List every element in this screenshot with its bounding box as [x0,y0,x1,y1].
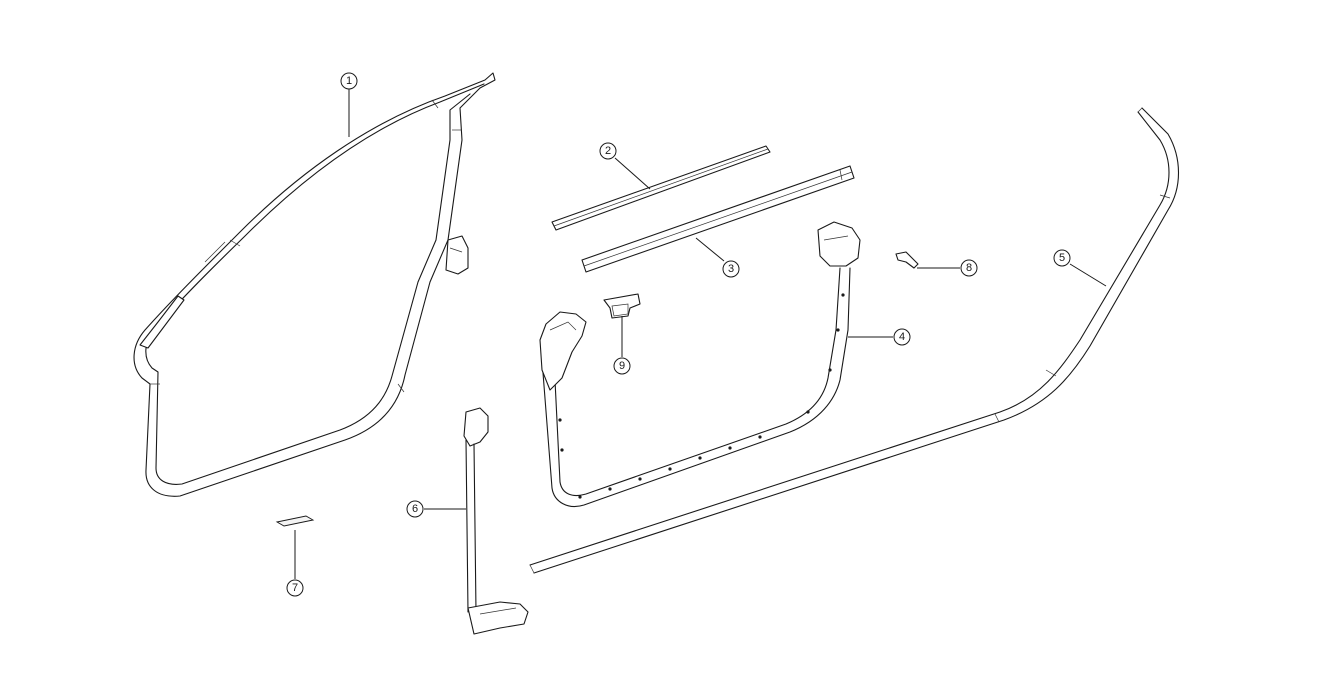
part-1-door-frame-weatherstrip [133,72,496,497]
part-6-pillar-weatherstrip [463,407,529,635]
part-4-door-opening-seal [539,221,861,507]
callout-3-label: 3 [728,263,734,275]
callout-8: 8 [960,259,978,277]
callout-9: 9 [613,357,631,375]
part-7-pad [275,515,315,527]
callout-4-label: 4 [899,331,905,343]
callout-2-label: 2 [605,145,611,157]
callout-6-label: 6 [412,503,418,515]
callout-7-label: 7 [292,582,298,594]
callout-7: 7 [286,579,304,597]
callout-8-label: 8 [966,262,972,274]
part-5-body-side-weatherstrip [529,107,1180,574]
callout-3: 3 [722,260,740,278]
callout-2: 2 [599,142,617,160]
callout-9-label: 9 [619,360,625,372]
part-9-bracket [603,293,641,319]
callout-4: 4 [893,328,911,346]
callout-1-label: 1 [346,75,352,87]
part-2-belt-molding-outer [551,145,771,231]
part-4-clips [558,293,845,499]
part-8-clip [895,251,919,269]
callout-6: 6 [406,500,424,518]
leader-lines [294,89,1107,579]
callout-5: 5 [1053,249,1071,267]
callout-1: 1 [340,72,358,90]
callout-5-label: 5 [1059,252,1065,264]
part-3-belt-weatherstrip-inner [581,165,855,273]
